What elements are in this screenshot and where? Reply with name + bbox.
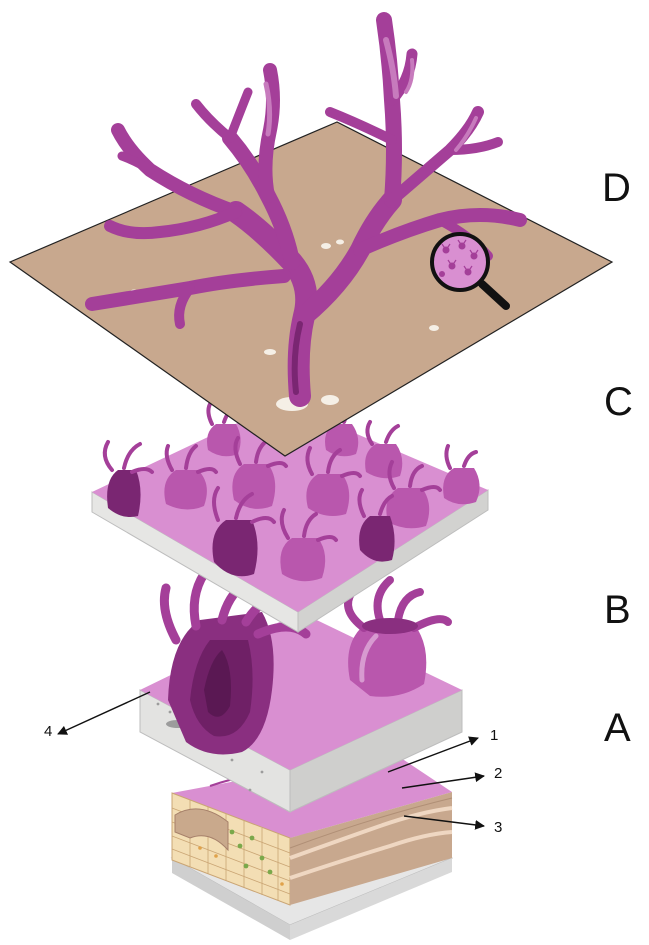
panel-label-d: D: [602, 168, 631, 208]
panel-label-b: B: [604, 590, 631, 630]
panel-label-c: C: [604, 382, 633, 422]
callout-2: 2: [494, 766, 502, 781]
arrow-4: [58, 692, 150, 734]
callout-1: 1: [490, 728, 498, 743]
layer-d-coral-colony: [10, 20, 612, 456]
callout-4: 4: [44, 724, 52, 739]
panel-label-a: A: [604, 708, 631, 748]
callout-3: 3: [494, 820, 502, 835]
